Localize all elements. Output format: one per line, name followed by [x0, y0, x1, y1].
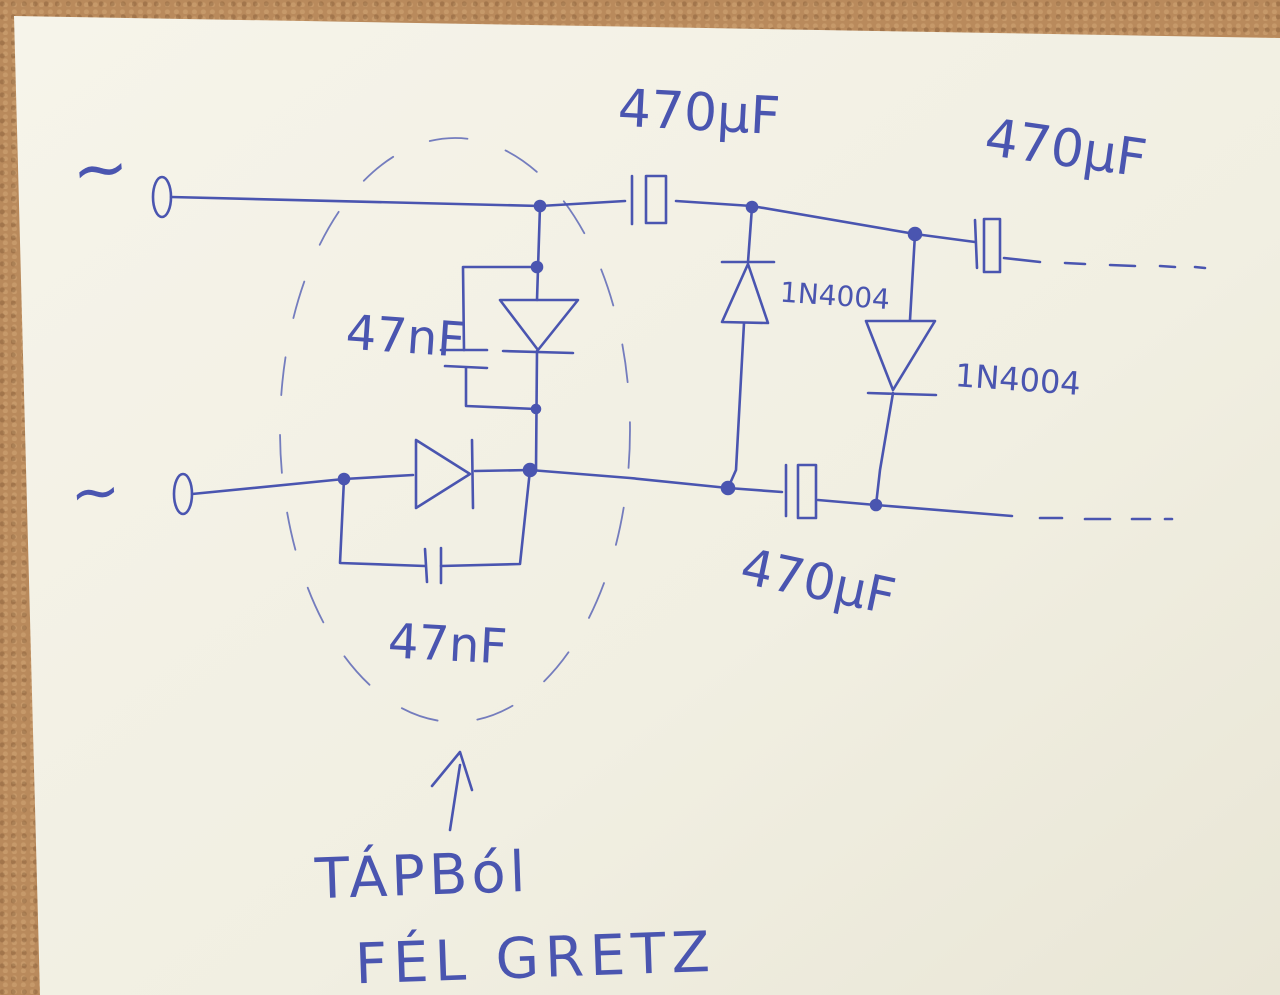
paper [14, 16, 1280, 995]
capacitor-top-series [630, 174, 668, 226]
ac-input-bottom-label: ~ [67, 455, 123, 529]
capacitor-top-left-value: 470μF [616, 79, 781, 147]
ac-input-top-label: ~ [69, 128, 133, 212]
diode-1n4004-right [864, 232, 938, 507]
note-line-2: FÉL GRETZ [354, 920, 717, 995]
note-line-1: TÁPBól [313, 840, 530, 912]
snubber-capacitor-upper [439, 348, 489, 370]
diode-right-value: 1N4004 [954, 356, 1082, 403]
diode-1n4004-middle [720, 205, 776, 490]
snubber-capacitor-lower-value: 47nF [387, 613, 509, 675]
diode-half-bridge-upper [498, 298, 580, 355]
snubber-capacitor-lower [423, 546, 443, 585]
half-bridge-wiring [338, 204, 542, 568]
capacitor-bottom [784, 463, 818, 520]
arrow-up-icon [430, 750, 474, 832]
half-bridge-outline [279, 137, 631, 723]
diode-half-bridge-lower [414, 438, 475, 510]
snubber-capacitor-upper-value: 47nF [344, 305, 467, 369]
diode-middle-value: 1N4004 [779, 276, 891, 317]
capacitor-top-right [973, 217, 1002, 274]
